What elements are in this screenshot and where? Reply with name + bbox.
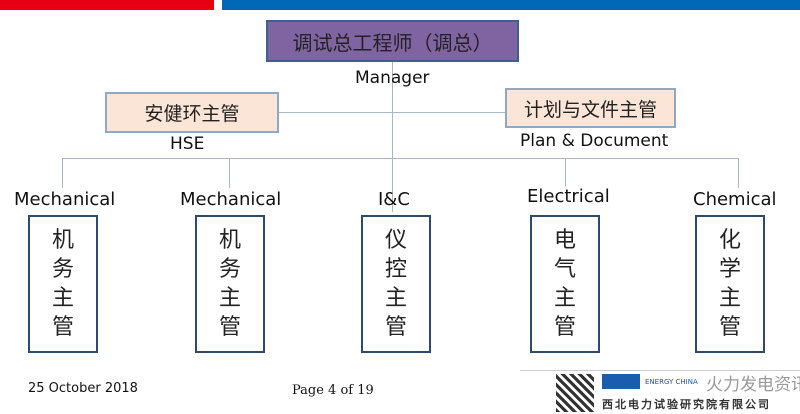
department-char: 务 xyxy=(218,257,241,282)
hse-box: 安健环主管 xyxy=(105,92,279,133)
connector-horizontal xyxy=(62,158,739,159)
page-number: Page 4 of 19 xyxy=(292,383,374,398)
connector-drop xyxy=(738,158,739,188)
department-label: Mechanical xyxy=(180,189,282,210)
connector-drop xyxy=(62,158,63,188)
department-char: 主 xyxy=(51,286,74,311)
department-box: 化学主管 xyxy=(695,215,765,353)
energy-china-logo xyxy=(602,374,640,389)
department-label: Chemical xyxy=(693,189,777,210)
connector-staff xyxy=(279,112,505,113)
department-char: 电 xyxy=(553,228,576,253)
department-box: 机务主管 xyxy=(28,215,98,353)
connector-drop xyxy=(229,158,230,188)
department-label: I&C xyxy=(378,189,410,210)
header-blue-bar xyxy=(222,0,800,10)
department-box: 电气主管 xyxy=(530,215,600,353)
department-char: 管 xyxy=(218,315,241,340)
department-char: 主 xyxy=(718,286,741,311)
watermark: 火力发电资讯 xyxy=(706,375,800,395)
header-red-bar xyxy=(0,0,214,10)
department-char: 管 xyxy=(384,315,407,340)
logo-english: ENERGY CHINA xyxy=(645,378,698,386)
department-box: 仪控主管 xyxy=(361,215,431,353)
company-name: 西北电力试验研究院有限公司 xyxy=(602,398,771,411)
department-char: 机 xyxy=(51,228,74,253)
manager-box: 调试总工程师（调总） xyxy=(266,20,519,62)
department-char: 务 xyxy=(51,257,74,282)
department-char: 主 xyxy=(553,286,576,311)
connector-drop xyxy=(565,158,566,186)
department-label: Electrical xyxy=(527,186,610,207)
department-box: 机务主管 xyxy=(195,215,265,353)
manager-label: Manager xyxy=(355,68,430,88)
department-char: 机 xyxy=(218,228,241,253)
plan-box: 计划与文件主管 xyxy=(505,88,676,128)
department-char: 主 xyxy=(218,286,241,311)
plan-title: 计划与文件主管 xyxy=(523,98,657,121)
connector-vertical xyxy=(392,62,393,212)
hse-label: HSE xyxy=(170,134,205,154)
department-char: 学 xyxy=(718,257,741,282)
department-char: 管 xyxy=(51,315,74,340)
department-char: 气 xyxy=(553,257,576,282)
manager-title: 调试总工程师（调总） xyxy=(292,30,493,55)
department-char: 化 xyxy=(718,228,741,253)
department-char: 管 xyxy=(553,315,576,340)
department-char: 主 xyxy=(384,286,407,311)
plan-label: Plan & Document xyxy=(520,131,669,151)
department-char: 控 xyxy=(384,257,407,282)
department-char: 仪 xyxy=(384,228,407,253)
footer-date: 25 October 2018 xyxy=(28,381,138,396)
footer-divider xyxy=(520,370,800,371)
department-char: 管 xyxy=(718,315,741,340)
hse-title: 安健环主管 xyxy=(144,103,240,125)
department-label: Mechanical xyxy=(14,189,116,210)
qr-code xyxy=(556,374,594,412)
